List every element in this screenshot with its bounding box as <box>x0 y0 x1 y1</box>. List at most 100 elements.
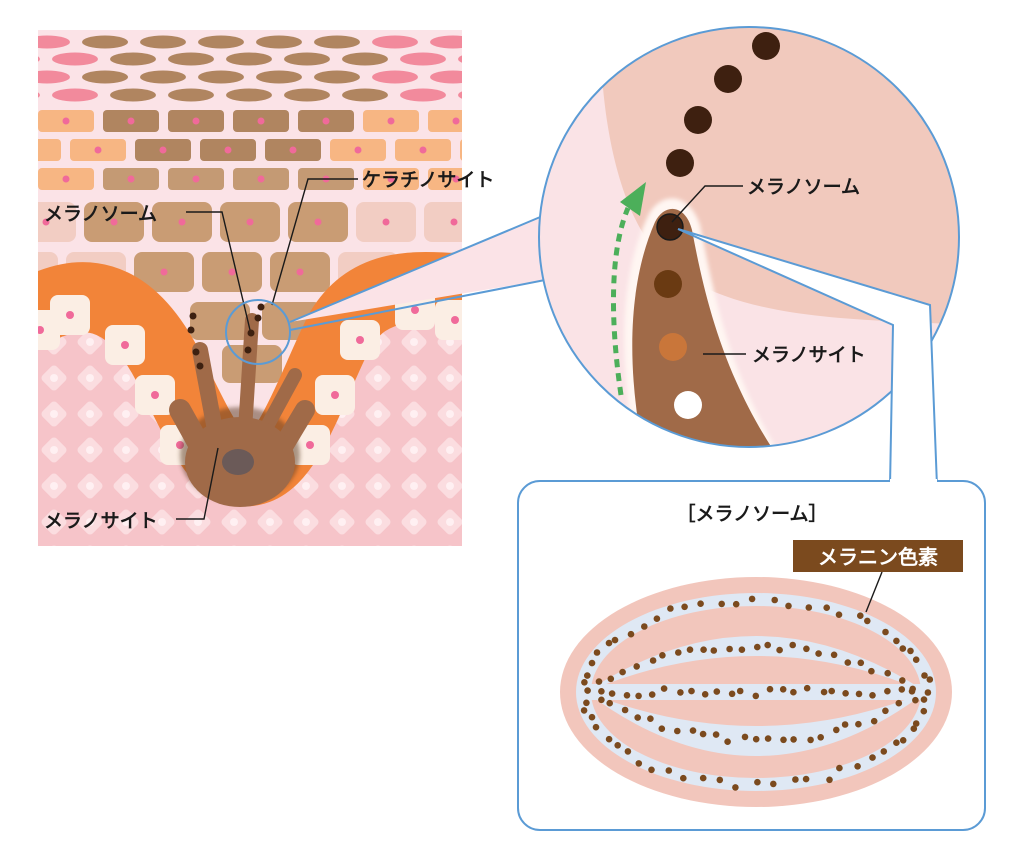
leader-line <box>671 185 743 223</box>
cell-nucleus <box>151 391 159 399</box>
melanin-granule <box>815 650 822 657</box>
melanin-granule <box>598 696 605 704</box>
melanin-granule <box>748 595 756 603</box>
melanosome-structure <box>560 577 952 807</box>
melanin-granule <box>674 727 681 735</box>
melanin-granule <box>675 649 682 656</box>
melanin-granule <box>648 691 656 698</box>
cell-nucleus <box>322 117 330 125</box>
melanin-granule <box>836 764 843 772</box>
melanin-granule <box>803 645 810 653</box>
corneum-cell <box>400 88 446 102</box>
cell-nucleus <box>314 218 322 226</box>
melanin-granule <box>785 602 792 610</box>
cell-nucleus <box>306 441 314 449</box>
corneum-cell <box>38 92 40 98</box>
melanin-granule <box>732 784 739 791</box>
corneum-cell <box>168 52 214 66</box>
cell-nucleus <box>387 117 395 125</box>
cell-nucleus <box>127 175 135 183</box>
melanin-granule <box>710 647 718 654</box>
melanin-granule <box>716 776 724 784</box>
corneum-cell <box>140 35 186 49</box>
cell-nucleus <box>387 175 395 183</box>
melanin-granule <box>595 678 603 685</box>
melanin-granule <box>868 667 875 675</box>
cell-nucleus <box>419 146 427 154</box>
corneum-cell <box>400 52 446 66</box>
cell-nucleus <box>159 146 167 154</box>
corneum-cell <box>372 70 418 84</box>
melanin-granule <box>724 738 731 745</box>
melanin-granule <box>823 604 830 611</box>
label-keratinocyte: ケラチノサイト <box>362 169 494 191</box>
melanin-granule <box>898 686 906 693</box>
melanin-granule <box>713 688 721 695</box>
melanin-granule <box>581 679 588 686</box>
corneum-cell <box>82 70 128 84</box>
corneum-cell <box>140 70 186 84</box>
melanin-granule <box>926 676 934 683</box>
melanin-tag <box>793 540 963 572</box>
keratinocyte-cell <box>38 202 76 242</box>
melanin-granule <box>606 699 613 707</box>
melanin-granule <box>699 774 707 782</box>
melanin-granule <box>580 707 588 714</box>
melanin-granule <box>920 707 928 715</box>
melanin-granule <box>667 605 674 612</box>
cell-nucleus <box>192 117 200 125</box>
keratinocyte-cell <box>493 168 549 190</box>
melanin-granule <box>736 687 744 695</box>
callout-lines <box>289 214 546 331</box>
melanin-granule <box>598 688 605 695</box>
magnify-circle-large <box>538 26 960 448</box>
melanin-granule <box>826 776 833 784</box>
melanin-granule <box>660 685 668 692</box>
melanin-granule <box>754 643 761 651</box>
melanin-granule <box>835 611 843 618</box>
melanin-granule <box>754 778 761 786</box>
corneum-cell <box>284 52 330 66</box>
melanin-granule <box>864 617 871 625</box>
cell-nucleus <box>356 336 364 344</box>
keratinocyte-cell <box>460 139 462 161</box>
melanin-granule <box>841 721 849 728</box>
melanin-granule <box>633 663 640 670</box>
melanin-granule <box>732 600 740 608</box>
melanin-granule <box>869 754 876 761</box>
melanin-granule <box>659 652 666 659</box>
melanocyte-nucleus <box>222 449 254 475</box>
melanin-granule <box>699 730 707 738</box>
melanin-granule <box>805 604 813 611</box>
melanin-granule <box>833 726 840 734</box>
melanin-granule <box>828 687 835 695</box>
cell-nucleus <box>451 316 459 324</box>
corneum-cell <box>458 91 462 99</box>
leader-line <box>271 178 358 306</box>
cell-nucleus <box>228 268 236 276</box>
melanin-granule <box>619 668 626 676</box>
cell-nucleus <box>452 117 460 125</box>
melanin-granule <box>752 692 760 700</box>
corneum-cell <box>198 70 244 84</box>
melanin-granule <box>738 646 746 653</box>
cell-nucleus <box>94 146 102 154</box>
melanin-granule <box>895 699 903 707</box>
melanin-granule <box>776 646 783 654</box>
melanin-granule <box>789 641 796 649</box>
melanin-granule <box>726 645 733 653</box>
cell-nucleus <box>192 175 200 183</box>
corneum-cell <box>430 35 462 49</box>
melanin-granule <box>854 763 861 770</box>
melanin-granule <box>912 696 919 704</box>
melanin-granule <box>608 690 616 697</box>
cell-nucleus <box>354 146 362 154</box>
transfer-arrow <box>610 207 631 396</box>
corneum-cell <box>82 35 128 49</box>
corneum-cell <box>38 35 70 49</box>
melanin-granule <box>584 687 591 694</box>
melanin-granule <box>912 720 920 727</box>
arrow-head-icon <box>620 182 646 216</box>
cell-nucleus <box>411 306 419 314</box>
